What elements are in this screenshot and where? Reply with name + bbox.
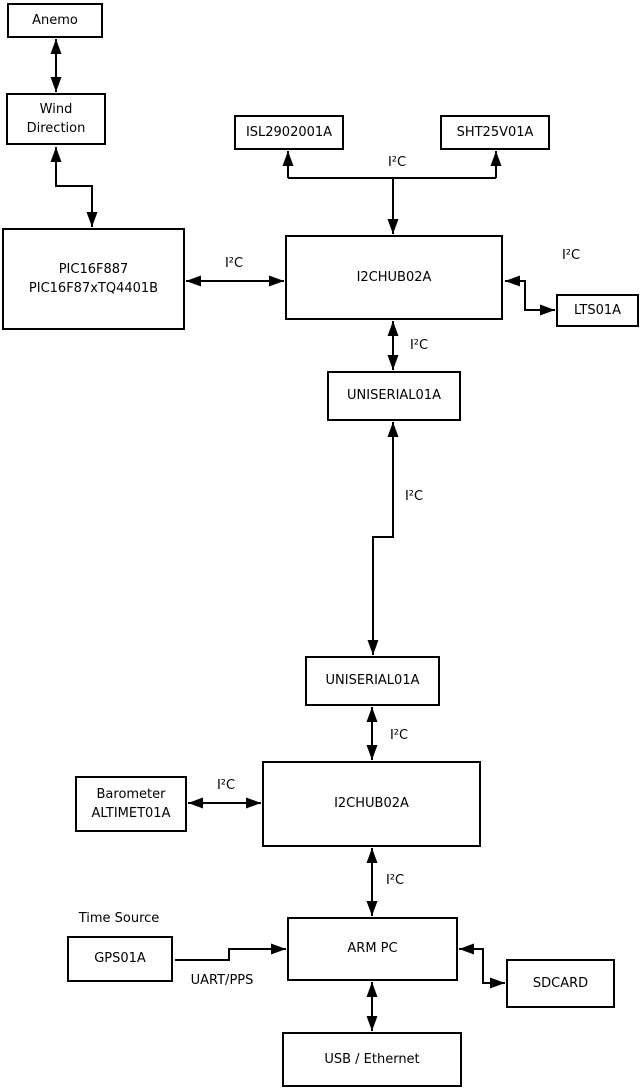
node-wind-direction: Wind Direction [6,93,106,145]
node-lts01a-label: LTS01A [573,302,622,318]
label-i2c-hub2-armpc: I²C [386,873,404,888]
node-i2chub-top: I2CHUB02A [285,235,503,320]
node-barometer-line2: ALTIMET01A [91,806,171,821]
label-i2c-sensor-bus: I²C [388,155,406,170]
node-sdcard-label: SDCARD [532,975,589,991]
node-usb-ethernet-label: USB / Ethernet [324,1051,420,1067]
node-pic-line2: PIC16F87xTQ4401B [28,281,159,296]
node-uniserial-top: UNISERIAL01A [327,371,461,421]
node-arm-pc: ARM PC [287,917,458,981]
node-barometer-line1: Barometer [96,786,166,802]
node-lts01a: LTS01A [556,294,639,327]
node-i2chub-bottom: I2CHUB02A [262,761,481,847]
edge-gps-armpc [175,943,286,961]
node-sdcard: SDCARD [506,959,615,1008]
node-isl2902001a-label: ISL2902001A [245,124,333,140]
edge-wind-pic [50,147,98,227]
edge-uniserial-uniserial [367,422,399,655]
node-sht25v01a-label: SHT25V01A [456,124,534,140]
caption-time-source: Time Source [78,911,160,926]
edge-armpc-sdcard [459,943,505,989]
node-gps01a: GPS01A [67,936,173,982]
node-pic-line1: PIC16F887 [58,261,129,277]
node-barometer: Barometer ALTIMET01A [75,776,187,832]
edge-hub-lts [505,275,555,316]
node-sht25v01a: SHT25V01A [440,115,550,150]
label-i2c-pic-hub: I²C [225,256,243,271]
node-wind-direction-line2: Direction [26,121,86,136]
node-uniserial-bottom: UNISERIAL01A [305,656,440,706]
node-usb-ethernet: USB / Ethernet [282,1032,462,1087]
node-wind-direction-line1: Wind [39,101,73,117]
node-anemo-label: Anemo [32,12,78,28]
node-uniserial-top-label: UNISERIAL01A [347,388,441,404]
node-anemo: Anemo [7,3,103,38]
label-i2c-uniserial-uniserial: I²C [405,489,423,504]
label-i2c-barometer-hub2: I²C [217,778,235,793]
node-gps01a-label: GPS01A [94,951,146,967]
node-isl2902001a: ISL2902001A [234,115,344,150]
node-uniserial-bottom-label: UNISERIAL01A [325,673,420,689]
label-i2c-hub-lts: I²C [562,248,580,263]
label-i2c-uniserial-hub2: I²C [390,728,408,743]
node-pic: PIC16F887 PIC16F87xTQ4401B [2,228,185,330]
node-arm-pc-label: ARM PC [347,941,398,957]
label-i2c-hub-uniserial: I²C [410,338,428,353]
label-uart-pps: UART/PPS [191,973,254,988]
node-i2chub-bottom-label: I2CHUB02A [334,796,409,812]
node-i2chub-top-label: I2CHUB02A [356,269,432,285]
